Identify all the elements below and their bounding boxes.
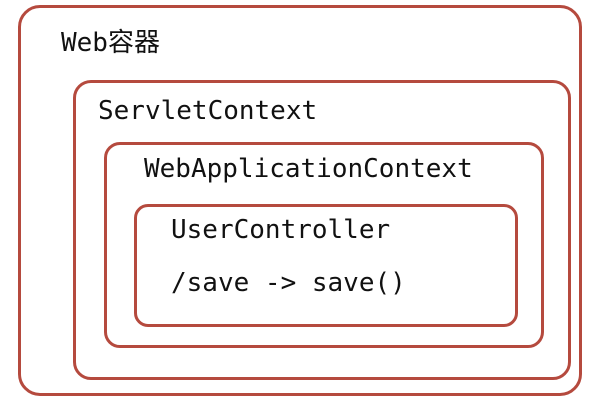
web-container-label: Web容器 <box>61 28 160 58</box>
user-controller-label: UserController <box>171 215 391 245</box>
web-application-context-box: WebApplicationContext UserController /sa… <box>104 142 544 348</box>
servlet-context-box: ServletContext WebApplicationContext Use… <box>73 80 571 380</box>
request-mapping-label: /save -> save() <box>171 268 406 298</box>
web-container-box: Web容器 ServletContext WebApplicationConte… <box>18 5 582 396</box>
user-controller-box: UserController /save -> save() <box>134 204 518 327</box>
servlet-context-label: ServletContext <box>98 96 318 126</box>
web-application-context-label: WebApplicationContext <box>144 154 473 184</box>
